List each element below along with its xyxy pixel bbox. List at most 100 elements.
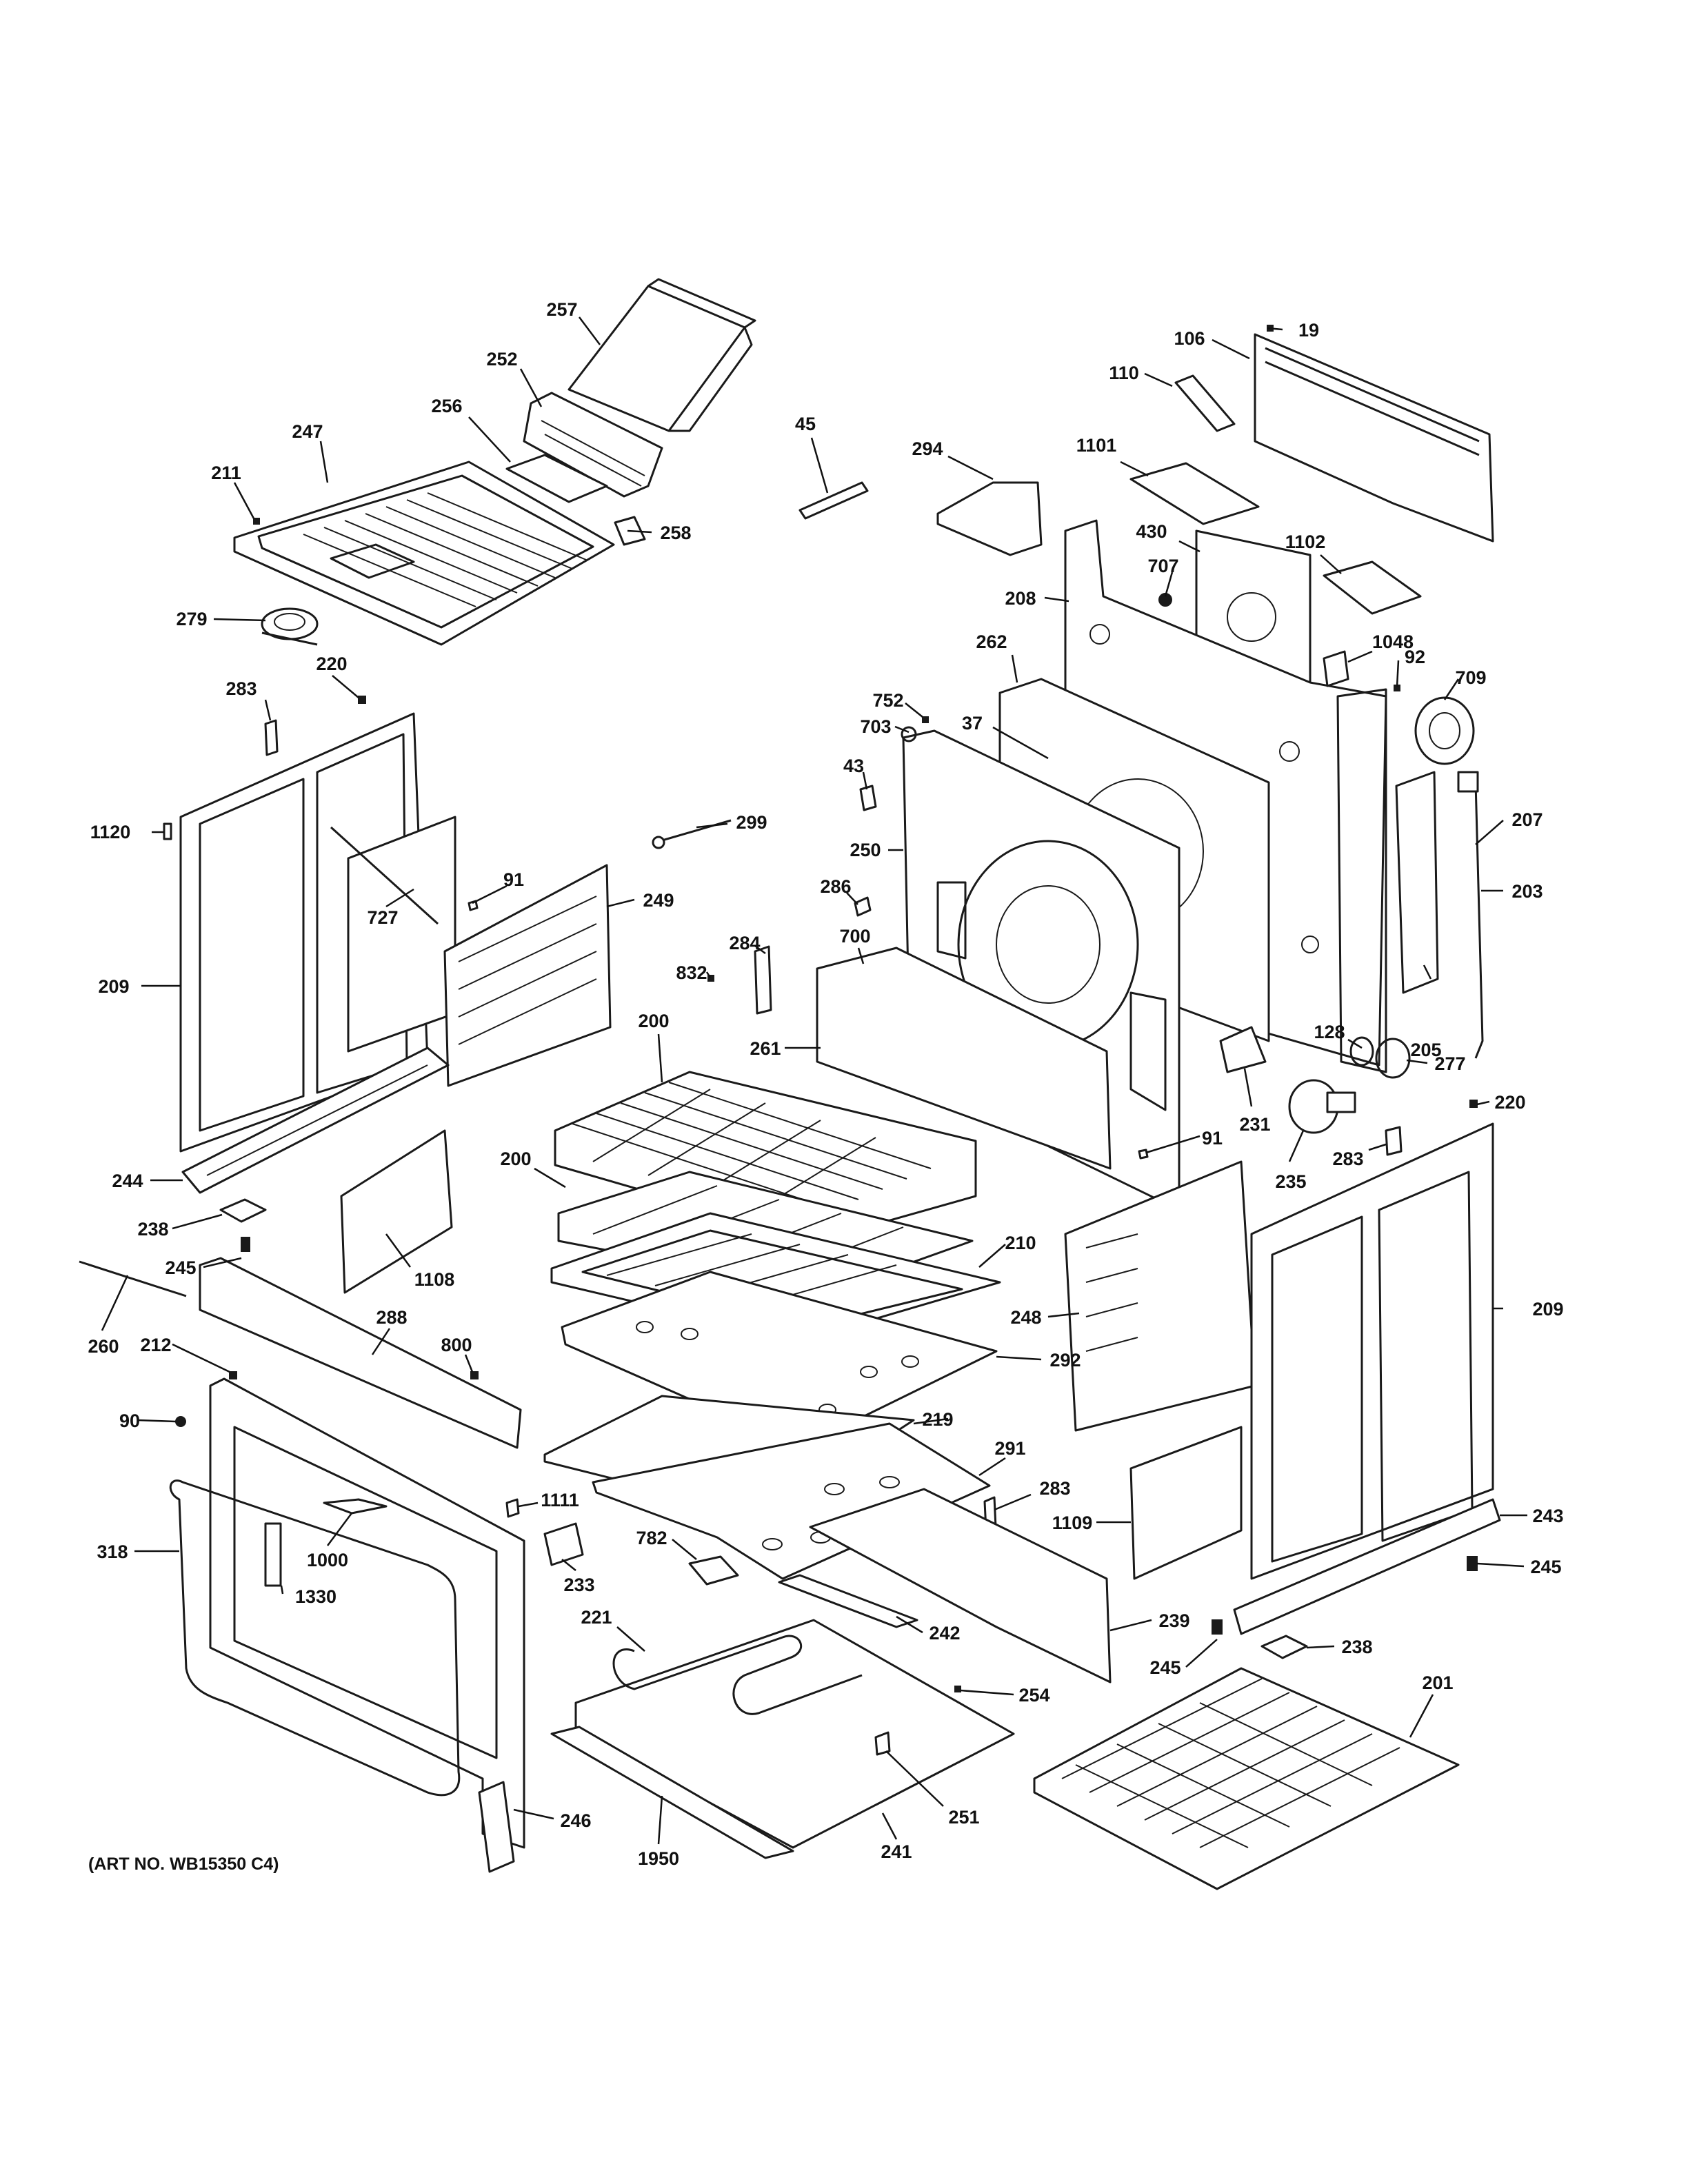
callout-221: 221 (581, 1607, 612, 1628)
part-221-bake-element (612, 1635, 863, 1715)
callout-90: 90 (119, 1410, 140, 1431)
part-800-screw (470, 1371, 479, 1379)
callout-19: 19 (1298, 320, 1319, 341)
callout-labels: 19 106 110 257 252 256 247 211 258 45 29… (88, 299, 1563, 1869)
part-242-rail (778, 1574, 918, 1628)
part-203-element (1457, 771, 1484, 1059)
part-231-bracket (1219, 1026, 1267, 1073)
callout-220: 220 (1494, 1092, 1525, 1113)
part-1120-strip (163, 822, 172, 840)
callout-200: 200 (638, 1011, 669, 1031)
callout-252: 252 (486, 349, 517, 370)
callout-208: 208 (1005, 588, 1036, 609)
callout-318: 318 (97, 1541, 128, 1562)
callout-110: 110 (1109, 363, 1139, 383)
part-1000-insulation (323, 1498, 388, 1515)
part-45-bracket (798, 481, 869, 520)
part-1950-trim (550, 1726, 794, 1859)
part-205-side-shield (1395, 771, 1439, 994)
callout-246: 246 (560, 1810, 591, 1831)
callout-256: 256 (431, 396, 462, 416)
part-260-strip (79, 1260, 187, 1297)
part-43-clip (859, 785, 877, 811)
callout-210: 210 (1005, 1233, 1036, 1253)
callout-277: 277 (1434, 1053, 1465, 1074)
callout-128: 128 (1314, 1022, 1345, 1042)
part-288-frame-top (199, 1257, 522, 1449)
callout-203: 203 (1511, 881, 1543, 902)
callout-200: 200 (500, 1149, 531, 1169)
callout-209: 209 (98, 976, 129, 997)
callout-247: 247 (292, 421, 323, 442)
part-256-gasket (505, 454, 608, 503)
callout-700: 700 (839, 926, 870, 947)
callout-245: 245 (1530, 1557, 1561, 1577)
callout-245: 245 (165, 1257, 196, 1278)
callout-220: 220 (316, 654, 347, 674)
callout-251: 251 (948, 1807, 979, 1828)
part-front-frame (209, 1377, 525, 1849)
part-245b-screw (1467, 1556, 1478, 1571)
callout-207: 207 (1511, 809, 1543, 830)
callout-1108: 1108 (414, 1269, 455, 1290)
callout-292: 292 (1049, 1350, 1081, 1371)
part-283b-bracket (1385, 1126, 1403, 1156)
callout-205: 205 (1410, 1040, 1441, 1060)
part-246-side-trim (478, 1781, 515, 1873)
callout-233: 233 (563, 1575, 594, 1595)
part-249-rack-support-left (443, 864, 612, 1087)
callout-245: 245 (1149, 1657, 1180, 1678)
callout-800: 800 (441, 1335, 472, 1355)
part-1111-clip (505, 1498, 520, 1518)
callout-782: 782 (636, 1528, 667, 1548)
part-294-bracket (936, 481, 1043, 556)
callout-283: 283 (1332, 1149, 1363, 1169)
part-220b-screw (1469, 1100, 1478, 1108)
callout-1102: 1102 (1285, 532, 1326, 552)
callout-238: 238 (1341, 1637, 1372, 1657)
callout-254: 254 (1018, 1685, 1049, 1706)
part-286-clip (854, 896, 872, 917)
part-261-rear-shield (816, 947, 1112, 1170)
callout-249: 249 (643, 890, 674, 911)
part-251-clip (874, 1731, 891, 1756)
callout-1048: 1048 (1372, 631, 1414, 652)
callout-212: 212 (140, 1335, 171, 1355)
part-247-top-panel (233, 461, 615, 646)
part-110-terminal (1174, 374, 1236, 432)
callout-1330: 1330 (295, 1586, 336, 1607)
callout-291: 291 (994, 1438, 1025, 1459)
callout-283: 283 (225, 678, 257, 699)
callout-1950: 1950 (638, 1848, 679, 1869)
callout-244: 244 (112, 1171, 143, 1191)
part-233-hinge (543, 1522, 584, 1566)
part-832-screw (707, 975, 714, 982)
part-211-screw (253, 518, 260, 525)
parts-artwork (79, 278, 1501, 1890)
callout-243: 243 (1532, 1506, 1563, 1526)
part-782-block (688, 1555, 739, 1586)
callout-260: 260 (88, 1336, 119, 1357)
part-245c-screw (1212, 1619, 1223, 1635)
callout-239: 239 (1158, 1610, 1189, 1631)
part-283a-bracket (264, 719, 279, 756)
callout-707: 707 (1147, 556, 1178, 576)
callout-250: 250 (850, 840, 881, 860)
leader-lines (101, 316, 1527, 1845)
part-248-rack-support-right (1064, 1160, 1256, 1432)
callout-1000: 1000 (307, 1550, 348, 1570)
callout-257: 257 (546, 299, 577, 320)
callout-258: 258 (660, 523, 691, 543)
part-201-rack (1033, 1667, 1460, 1890)
part-200-oven-rack-upper (554, 1071, 977, 1242)
callout-1109: 1109 (1052, 1513, 1093, 1533)
callout-294: 294 (912, 438, 943, 459)
part-318-door-gasket (169, 1479, 461, 1797)
part-284-bracket (754, 945, 772, 1015)
part-238-leveling-leg (219, 1198, 267, 1223)
part-245-screw (241, 1237, 250, 1252)
callout-91: 91 (1202, 1128, 1223, 1149)
part-292-oven-bottom (561, 1271, 998, 1449)
callout-201: 201 (1422, 1672, 1453, 1693)
